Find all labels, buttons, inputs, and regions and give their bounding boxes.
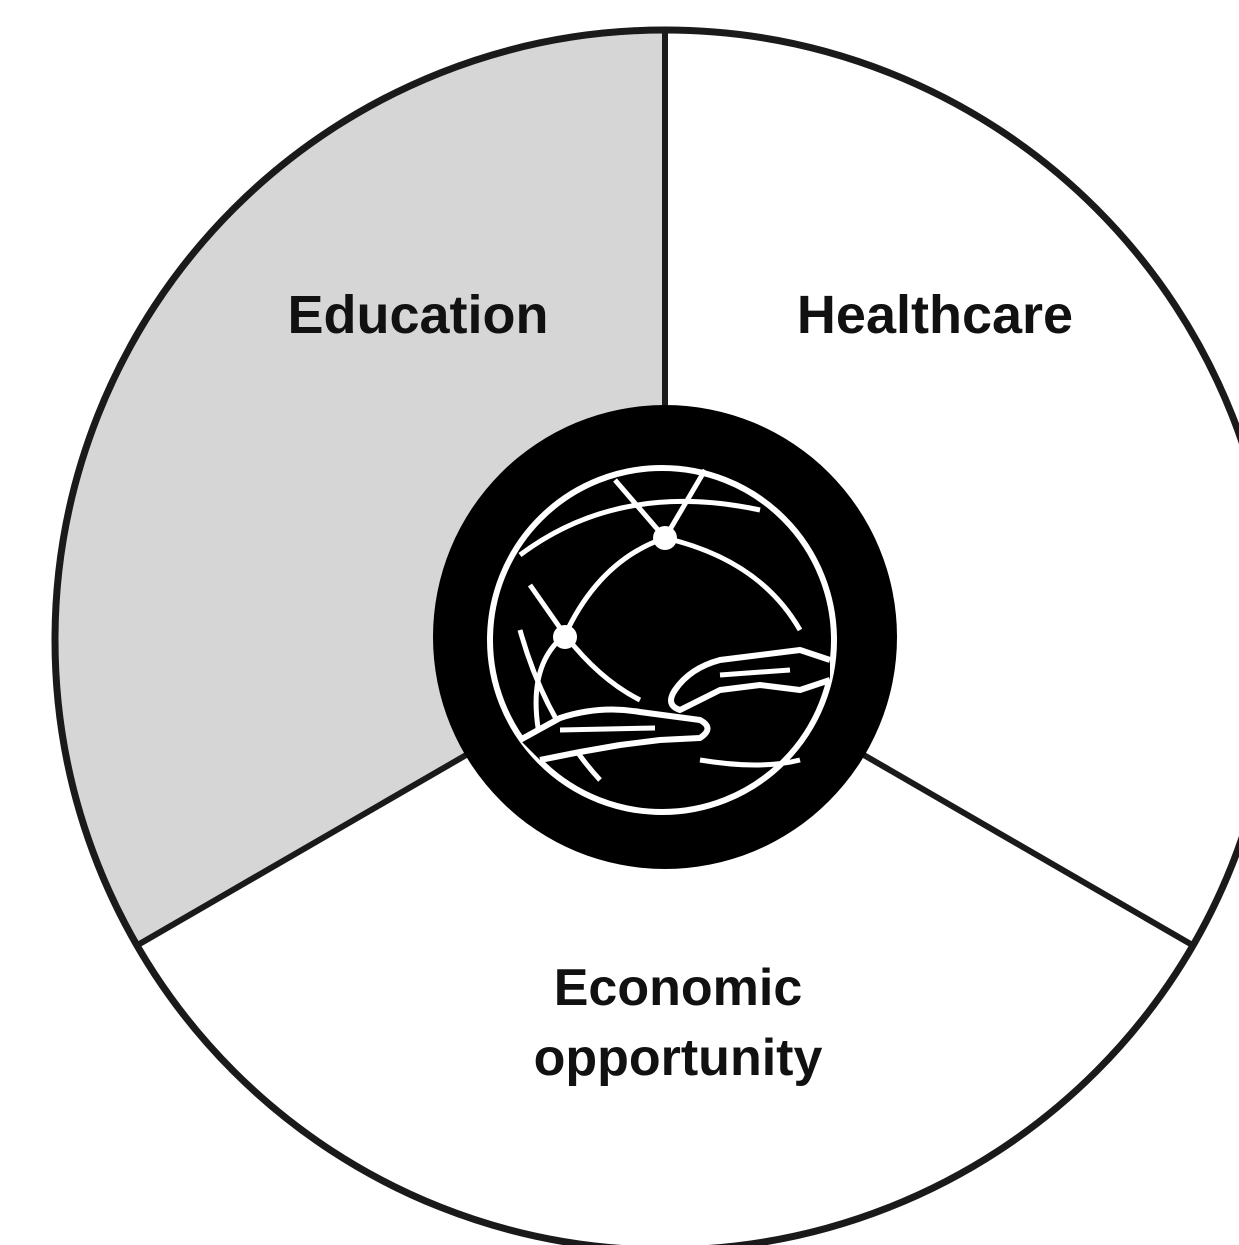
economic-opportunity-segment	[137, 640, 1193, 1245]
education-label: Education	[287, 285, 548, 345]
economic-label-line2: opportunity	[534, 1029, 823, 1087]
outer-circle	[51, 26, 1239, 1245]
healthcare-label: Healthcare	[797, 285, 1073, 345]
globe-with-hands-icon	[433, 405, 897, 869]
economic-label-line1: Economic	[554, 959, 803, 1017]
center-ring	[433, 405, 897, 869]
